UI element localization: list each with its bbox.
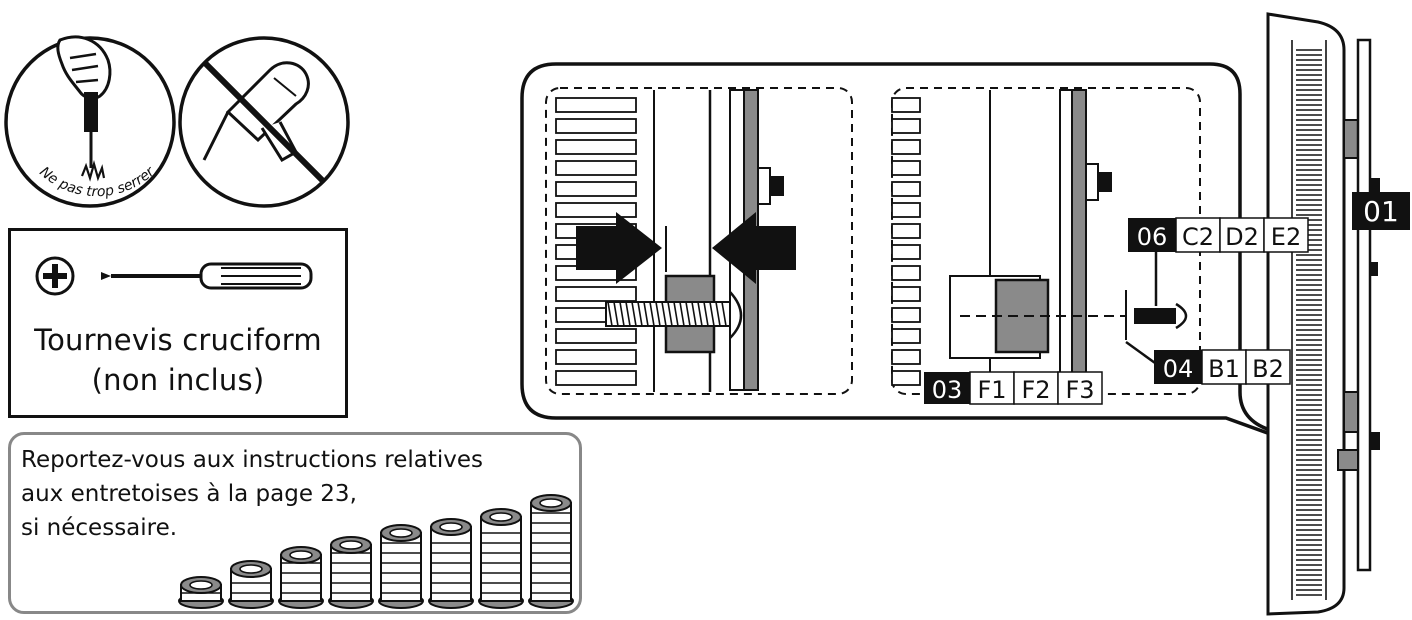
spacer-icon [278,546,324,609]
note-line-2: aux entretoises à la page 23, [21,481,357,507]
label-04-item-1: B1 [1208,355,1240,383]
spacer-icon [478,508,524,609]
tool-note: (non inclus) [91,363,265,397]
tighten-arrow-right [712,212,796,284]
bolt-thread [605,301,731,327]
spacer-note-text: Reportez-vous aux instructions relatives… [21,443,483,545]
screwdriver-icon [101,262,313,290]
label-06-num: 06 [1137,223,1168,251]
label-06-item-1: C2 [1182,223,1214,251]
tool-name: Tournevis cruciform [34,323,322,357]
no-power-drill-icon [178,36,350,208]
label-03-num: 03 [932,376,963,404]
label-04-num: 04 [1163,355,1194,383]
label-04-item-2: B2 [1252,355,1284,383]
tool-required-box: Tournevis cruciform (non inclus) [8,228,348,418]
label-06-item-3: E2 [1271,223,1301,251]
spacer-icon [228,560,274,609]
spacer-icon [428,518,474,609]
label-04: 04 B1 B2 [1154,349,1291,385]
screwdriver-graphic [35,256,313,296]
hand-screwdriver-icon: Ne pas trop serrer [4,35,176,208]
spacer-icon [178,576,224,609]
vent-slats-right [891,97,921,386]
tv-side-profile [1266,12,1380,616]
tighten-arrow-left [576,212,662,284]
label-06-item-2: D2 [1225,223,1259,251]
note-line-1: Reportez-vous aux instructions relatives [21,447,484,473]
spacer-icon [528,494,574,609]
label-03: 03 F1 F2 F3 [924,371,1103,405]
spacer-icon [378,524,424,609]
phillips-plus-icon [35,256,75,296]
spacer-set-graphic [178,494,574,609]
label-03-item-1: F1 [977,376,1006,404]
label-06: 06 C2 D2 E2 [1128,217,1309,253]
label-01-num: 01 [1363,195,1399,228]
label-03-item-2: F2 [1021,376,1050,404]
note-line-3: si nécessaire. [21,515,178,541]
spacer-icon [328,536,374,609]
warning-icons: Ne pas trop serrer [4,35,350,208]
spacer-note-box: Reportez-vous aux instructions relatives… [8,432,582,614]
label-01: 01 [1352,192,1410,230]
label-03-item-3: F3 [1065,376,1094,404]
